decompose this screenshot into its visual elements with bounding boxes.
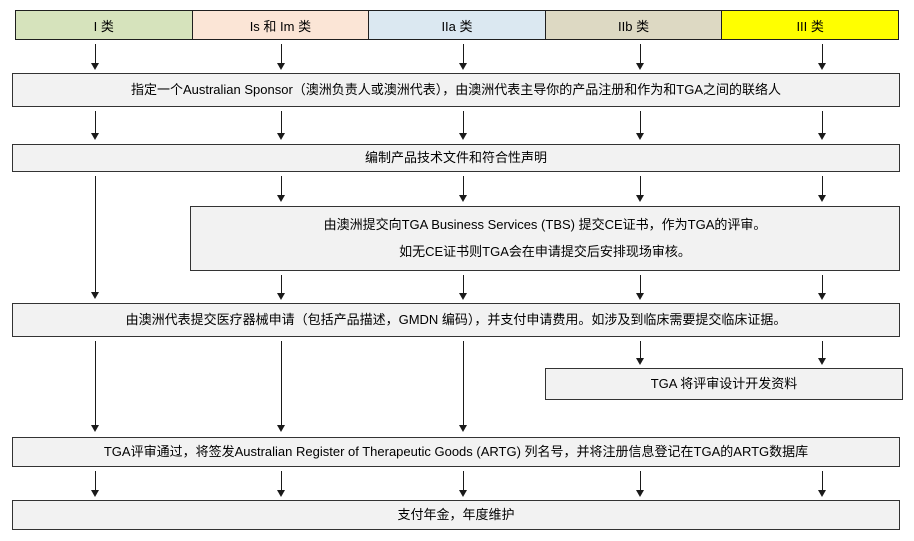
step-application-text: 由澳洲代表提交医疗器械申请（包括产品描述，GMDN 编码），并支付申请费用。如涉… [125, 311, 787, 327]
arrow-down [91, 341, 100, 432]
arrow-down [91, 176, 100, 299]
arrow-down [459, 44, 468, 70]
arrow-down [277, 176, 286, 202]
class-cell-IIb: IIb 类 [544, 11, 722, 39]
arrow-down [277, 111, 286, 140]
class-cell-IIa: IIa 类 [368, 11, 545, 39]
arrow-down [459, 471, 468, 497]
step-sponsor-box: 指定一个Australian Sponsor（澳洲负责人或澳洲代表），由澳洲代表… [12, 73, 900, 107]
arrow-down [91, 44, 100, 70]
arrow-down [636, 44, 645, 70]
arrow-down [459, 341, 468, 432]
step-sponsor-text: 指定一个Australian Sponsor（澳洲负责人或澳洲代表），由澳洲代表… [130, 81, 782, 97]
arrow-down [459, 111, 468, 140]
step-artg-text: TGA评审通过，将签发Australian Register of Therap… [103, 443, 809, 459]
step-application-box: 由澳洲代表提交医疗器械申请（包括产品描述，GMDN 编码），并支付申请费用。如涉… [12, 303, 900, 337]
arrow-down [636, 176, 645, 202]
class-cell-Is-Im: Is 和 Im 类 [191, 11, 369, 39]
arrow-down [818, 275, 827, 300]
arrow-down [636, 275, 645, 300]
step-annual-fee-box: 支付年金，年度维护 [12, 500, 900, 530]
arrow-down [91, 111, 100, 140]
arrow-down [818, 471, 827, 497]
arrow-down [91, 471, 100, 497]
arrow-down [459, 176, 468, 202]
arrow-down [818, 176, 827, 202]
arrow-down [636, 341, 645, 365]
step-design-review-box: TGA 将评审设计开发资料 [545, 368, 903, 400]
step-tech-file-box: 编制产品技术文件和符合性声明 [12, 144, 900, 172]
step-ce-review-line2: 如无CE证书则TGA会在申请提交后安排现场审核。 [399, 243, 691, 259]
arrow-down [459, 275, 468, 300]
step-annual-fee-text: 支付年金，年度维护 [397, 506, 515, 522]
arrow-down [636, 471, 645, 497]
arrow-down [636, 111, 645, 140]
step-artg-box: TGA评审通过，将签发Australian Register of Therap… [12, 437, 900, 467]
step-ce-review-line1: 由澳洲提交向TGA Business Services (TBS) 提交CE证书… [323, 217, 767, 233]
arrow-down [818, 44, 827, 70]
step-design-review-text: TGA 将评审设计开发资料 [650, 375, 798, 391]
arrow-down [277, 44, 286, 70]
device-class-header-row: I 类 Is 和 Im 类 IIa 类 IIb 类 III 类 [15, 10, 899, 40]
arrow-down [277, 275, 286, 300]
arrow-down [818, 111, 827, 140]
step-ce-review-box: 由澳洲提交向TGA Business Services (TBS) 提交CE证书… [190, 206, 900, 271]
arrow-down [818, 341, 827, 365]
class-cell-III: III 类 [721, 11, 898, 39]
class-cell-I: I 类 [16, 11, 192, 39]
arrow-down [277, 471, 286, 497]
step-tech-file-text: 编制产品技术文件和符合性声明 [364, 149, 547, 165]
arrow-down [277, 341, 286, 432]
